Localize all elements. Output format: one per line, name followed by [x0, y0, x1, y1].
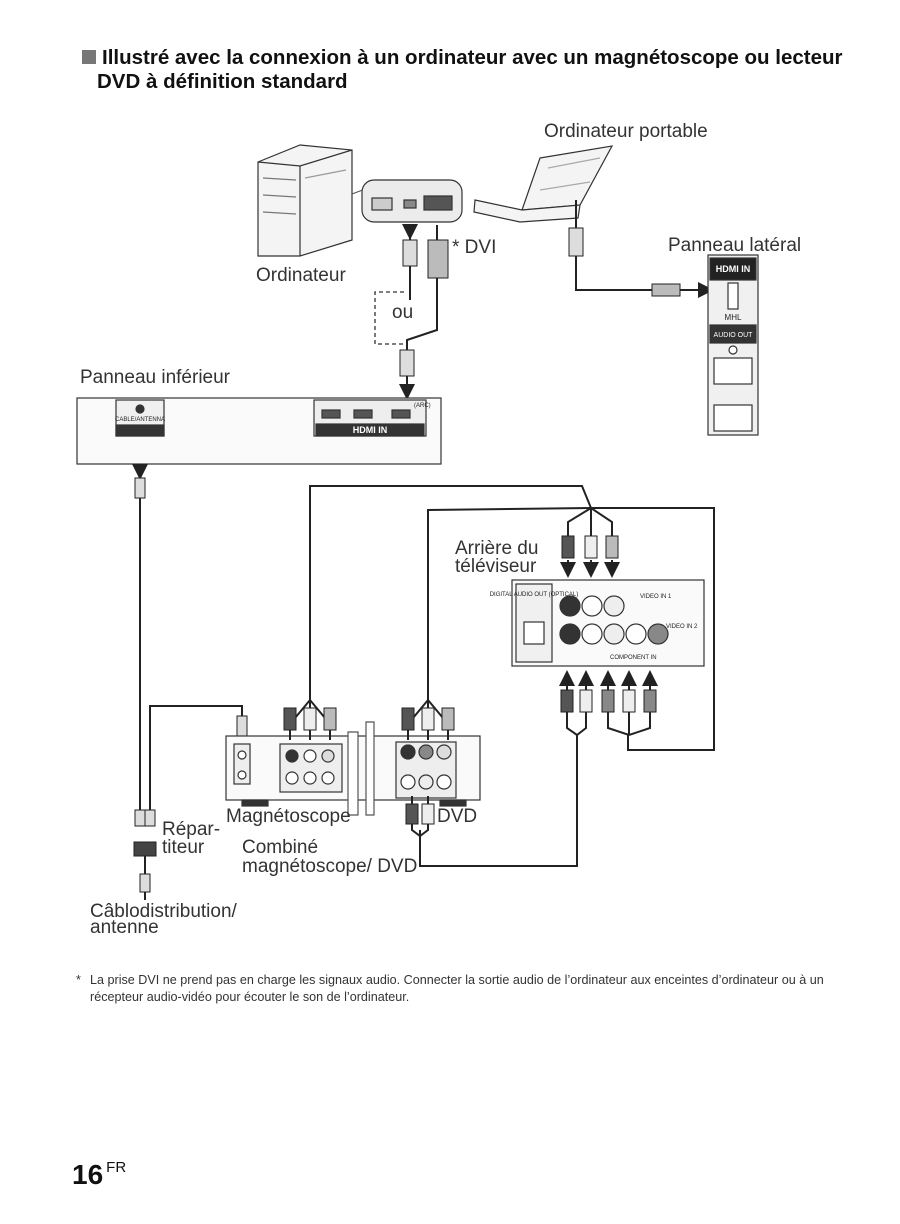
- device-plugs: [283, 698, 455, 838]
- page-number-value: 16: [72, 1159, 104, 1190]
- page-lang: FR: [106, 1159, 127, 1176]
- tv-rear-label-2: téléviseur: [455, 556, 537, 577]
- section-heading: Illustré avec la connexion à un ordinate…: [82, 46, 872, 94]
- splitter-label-2: titeur: [162, 837, 205, 858]
- laptop-label: Ordinateur portable: [544, 121, 708, 142]
- tv-rear-component-plugs: [559, 670, 658, 737]
- laptop-icon: [473, 145, 614, 223]
- mhl-cable-laptop: [568, 200, 714, 298]
- combo-label-1: Combiné: [242, 837, 319, 858]
- tv-rear-input-plugs: [560, 507, 620, 578]
- cable-label-1: Câblodistribution/: [90, 901, 237, 922]
- tv-rear-panel: DIGITAL AUDIO OUT (OPTICAL) VIDEO IN 1 V…: [490, 579, 705, 667]
- component-in-label: COMPONENT IN: [610, 655, 657, 661]
- heading-line-2: DVD à définition standard: [97, 70, 348, 93]
- side-panel-label: Panneau latéral: [668, 235, 802, 256]
- splitter-label-1: Répar-: [162, 819, 221, 840]
- bottom-hdmi-label: HDMI IN: [353, 425, 388, 435]
- footnote-star: *: [76, 973, 81, 987]
- tv-side-panel: HDMI IN MHL AUDIO OUT: [707, 254, 759, 436]
- cable-antenna-label: CABLE/ANTENNA: [115, 417, 165, 423]
- heading-line-1: Illustré avec la connexion à un ordinate…: [102, 46, 843, 69]
- or-label: ou: [392, 302, 414, 323]
- tv-bottom-panel: CABLE/ANTENNA (ARC) HDMI IN: [76, 397, 442, 465]
- arc-label: (ARC): [414, 403, 431, 409]
- computer-port-panel: [351, 179, 463, 223]
- av-cables: [309, 485, 715, 867]
- dvi-label: * DVI: [452, 237, 497, 258]
- dvd-label: DVD: [437, 806, 478, 827]
- footnote: * La prise DVI ne prend pas en charge le…: [76, 972, 856, 1006]
- bottom-panel-label: Panneau inférieur: [80, 367, 230, 388]
- video-in-1-label: VIDEO IN 1: [640, 594, 672, 600]
- digital-audio-out-label: DIGITAL AUDIO OUT (OPTICAL): [490, 592, 579, 598]
- vcr-label: Magnétoscope: [226, 806, 351, 827]
- combo-label-2: magnétoscope/ DVD: [242, 856, 418, 877]
- side-mhl-label: MHL: [725, 313, 742, 322]
- footnote-text: La prise DVI ne prend pas en charge les …: [90, 973, 824, 1004]
- heading-square-icon: [82, 50, 96, 64]
- side-audio-out-label: AUDIO OUT: [714, 332, 754, 339]
- hdmi-cable-computer: [399, 224, 449, 400]
- antenna-cable: [132, 464, 248, 900]
- tv-rear-label-1: Arrière du: [455, 538, 539, 559]
- cable-label-2: antenne: [90, 917, 159, 938]
- video-in-2-label: VIDEO IN 2: [666, 624, 698, 630]
- or-bracket: [374, 291, 404, 345]
- computer-label: Ordinateur: [256, 265, 346, 286]
- vcr-dvd-combo-device: [225, 721, 481, 816]
- desktop-computer-icon: [257, 144, 353, 257]
- side-hdmi-label: HDMI IN: [716, 264, 751, 274]
